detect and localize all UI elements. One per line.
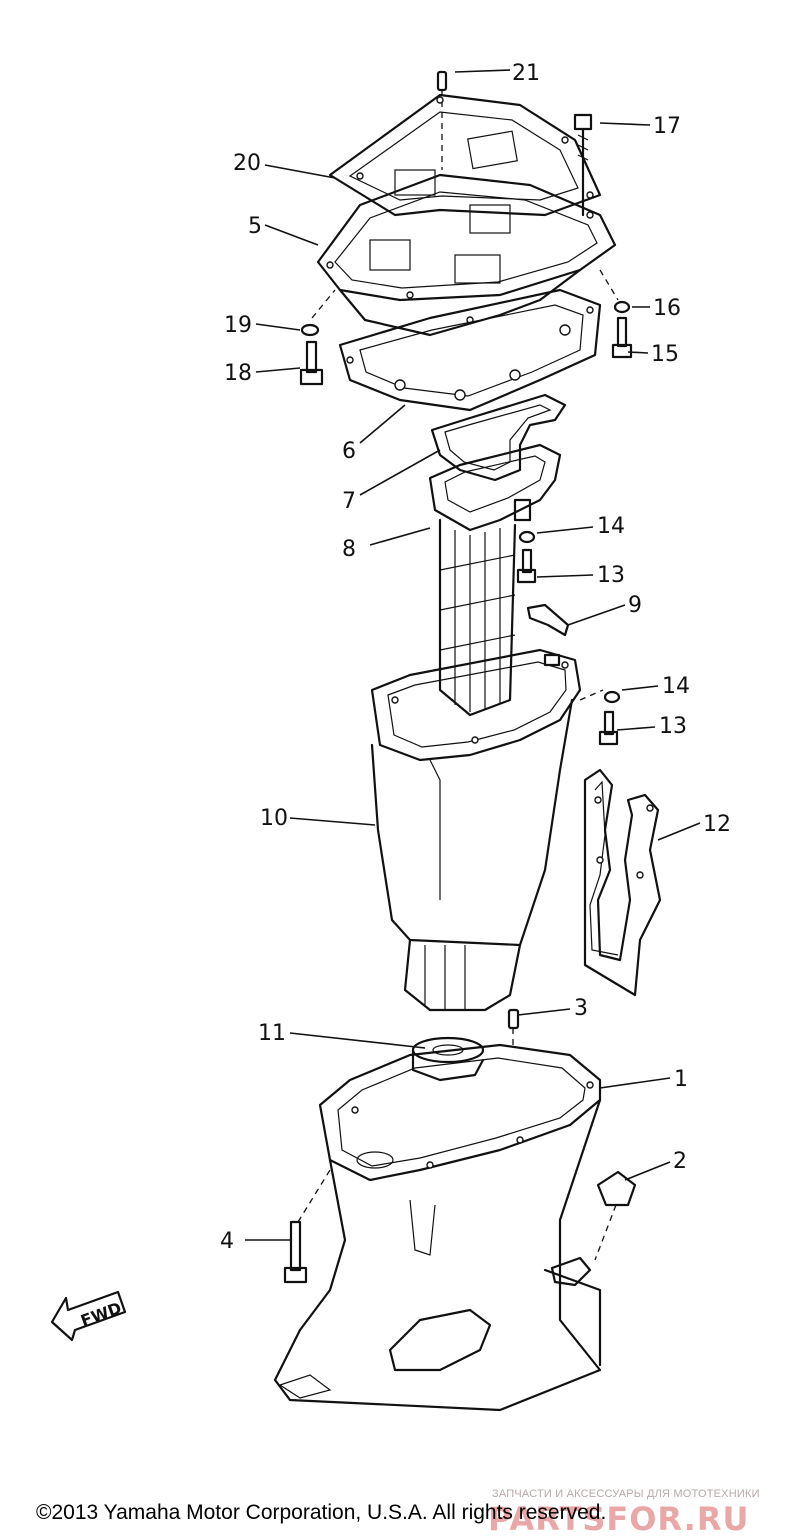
callout-14-upper: 14 <box>597 514 625 539</box>
part-3-dowel-pin <box>507 1008 520 1048</box>
callout-1: 1 <box>674 1067 688 1092</box>
part-20-gasket <box>328 93 602 217</box>
part-1-lower-casing <box>273 1043 602 1412</box>
callout-5: 5 <box>248 214 262 239</box>
callout-13-upper: 13 <box>597 563 625 588</box>
fwd-arrow-icon: FWD <box>50 1290 127 1342</box>
callout-10: 10 <box>260 806 288 831</box>
callout-11: 11 <box>258 1021 286 1046</box>
callout-18: 18 <box>224 361 252 386</box>
part-15-bolt <box>611 316 633 359</box>
callout-4: 4 <box>220 1229 234 1254</box>
callout-7: 7 <box>342 489 356 514</box>
part-5-upper-plate <box>316 173 617 337</box>
part-12-gasket <box>583 768 662 997</box>
part-14-nut-upper <box>518 530 536 544</box>
copyright-notice: ©2013 Yamaha Motor Corporation, U.S.A. A… <box>36 1501 607 1524</box>
part-14-nut-lower <box>579 689 621 704</box>
part-11-seal <box>411 1036 485 1082</box>
callout-19: 19 <box>224 313 252 338</box>
callout-16: 16 <box>653 296 681 321</box>
part-21-dowel-pin <box>436 70 448 170</box>
part-2-plug <box>550 1170 637 1287</box>
callout-3: 3 <box>574 996 588 1021</box>
leader-lines <box>245 69 701 1241</box>
part-13-bolt-lower <box>598 710 619 746</box>
callout-8: 8 <box>342 537 356 562</box>
watermark-tagline: ЗАПЧАСТИ И АКСЕССУАРЫ ДЛЯ МОТОТЕХНИКИ <box>492 1488 760 1500</box>
callout-13-lower: 13 <box>659 714 687 739</box>
callout-14-lower: 14 <box>662 674 690 699</box>
part-16-washer <box>599 269 631 314</box>
part-4-bolt <box>283 1169 331 1284</box>
callout-15: 15 <box>651 342 679 367</box>
part-6-gasket <box>338 288 602 412</box>
part-9-clip <box>526 603 570 637</box>
part-17-bolt <box>573 113 593 217</box>
callout-6: 6 <box>342 439 356 464</box>
callout-21: 21 <box>512 61 540 86</box>
callout-2: 2 <box>673 1149 687 1174</box>
part-18-bolt <box>299 340 324 386</box>
callout-12: 12 <box>703 812 731 837</box>
callout-17: 17 <box>653 114 681 139</box>
part-10-upper-casing <box>370 648 582 1012</box>
part-13-bolt-upper <box>516 548 537 584</box>
callout-20: 20 <box>233 151 261 176</box>
callout-9: 9 <box>628 593 642 618</box>
part-8-exhaust-guide <box>428 443 562 717</box>
part-19-washer <box>300 289 336 337</box>
callout-numbers: 21 20 17 5 16 19 15 18 6 7 14 8 13 9 14 … <box>220 61 731 1254</box>
